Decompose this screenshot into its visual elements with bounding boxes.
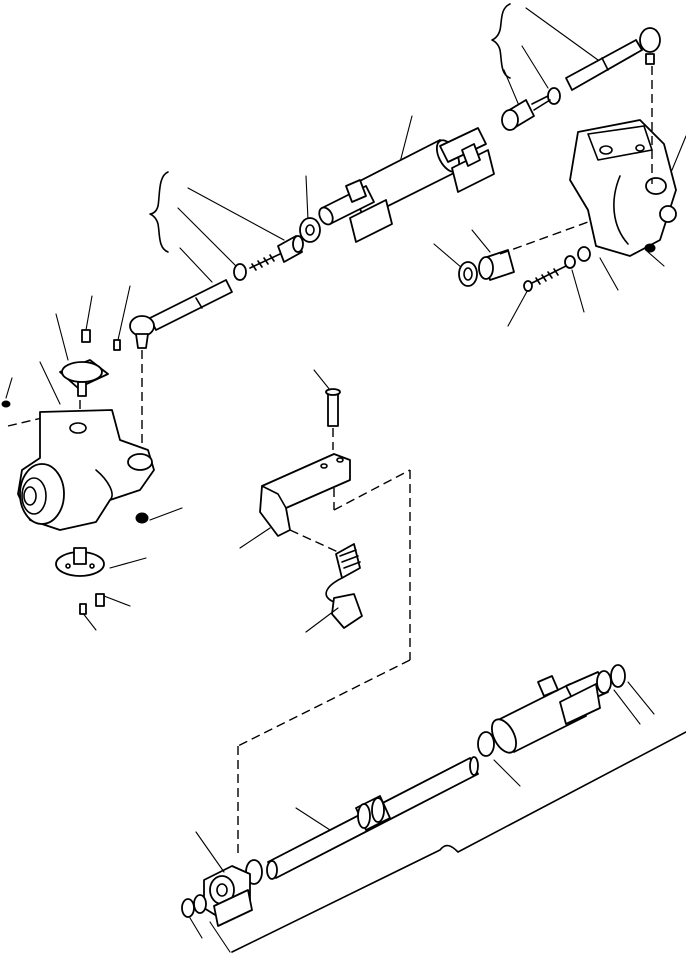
dashed-reference-middle (237, 428, 411, 858)
adjuster-right (501, 87, 561, 131)
steering-knuckle-left (17, 409, 155, 531)
pivot-bolt-right (523, 243, 656, 292)
group-bracket-lower (231, 731, 686, 953)
piston-rod-lower (266, 756, 479, 880)
kingpin-cap-top (1, 329, 121, 408)
steering-cylinder-upper (318, 127, 495, 243)
adjuster-left (233, 253, 281, 281)
bushing-right (458, 249, 515, 287)
leader-lines-upper (5, 7, 686, 631)
seal-washer (277, 217, 321, 263)
kingpin-cap-bottom (55, 512, 149, 615)
dashed-reference-upper (7, 66, 653, 462)
tie-rod-left (129, 279, 233, 349)
group-bracket-right (491, 3, 511, 79)
rod-end-block-lower (181, 865, 253, 927)
steering-knuckle-right (569, 119, 677, 257)
sensor-bracket (259, 388, 351, 537)
proximity-sensor (325, 543, 363, 629)
leader-lines-middle (239, 369, 339, 633)
leader-lines-lower (189, 681, 655, 953)
group-bracket-left (149, 171, 169, 253)
tie-rod-end-right (565, 27, 661, 91)
cylinder-tube-lower (491, 664, 626, 754)
